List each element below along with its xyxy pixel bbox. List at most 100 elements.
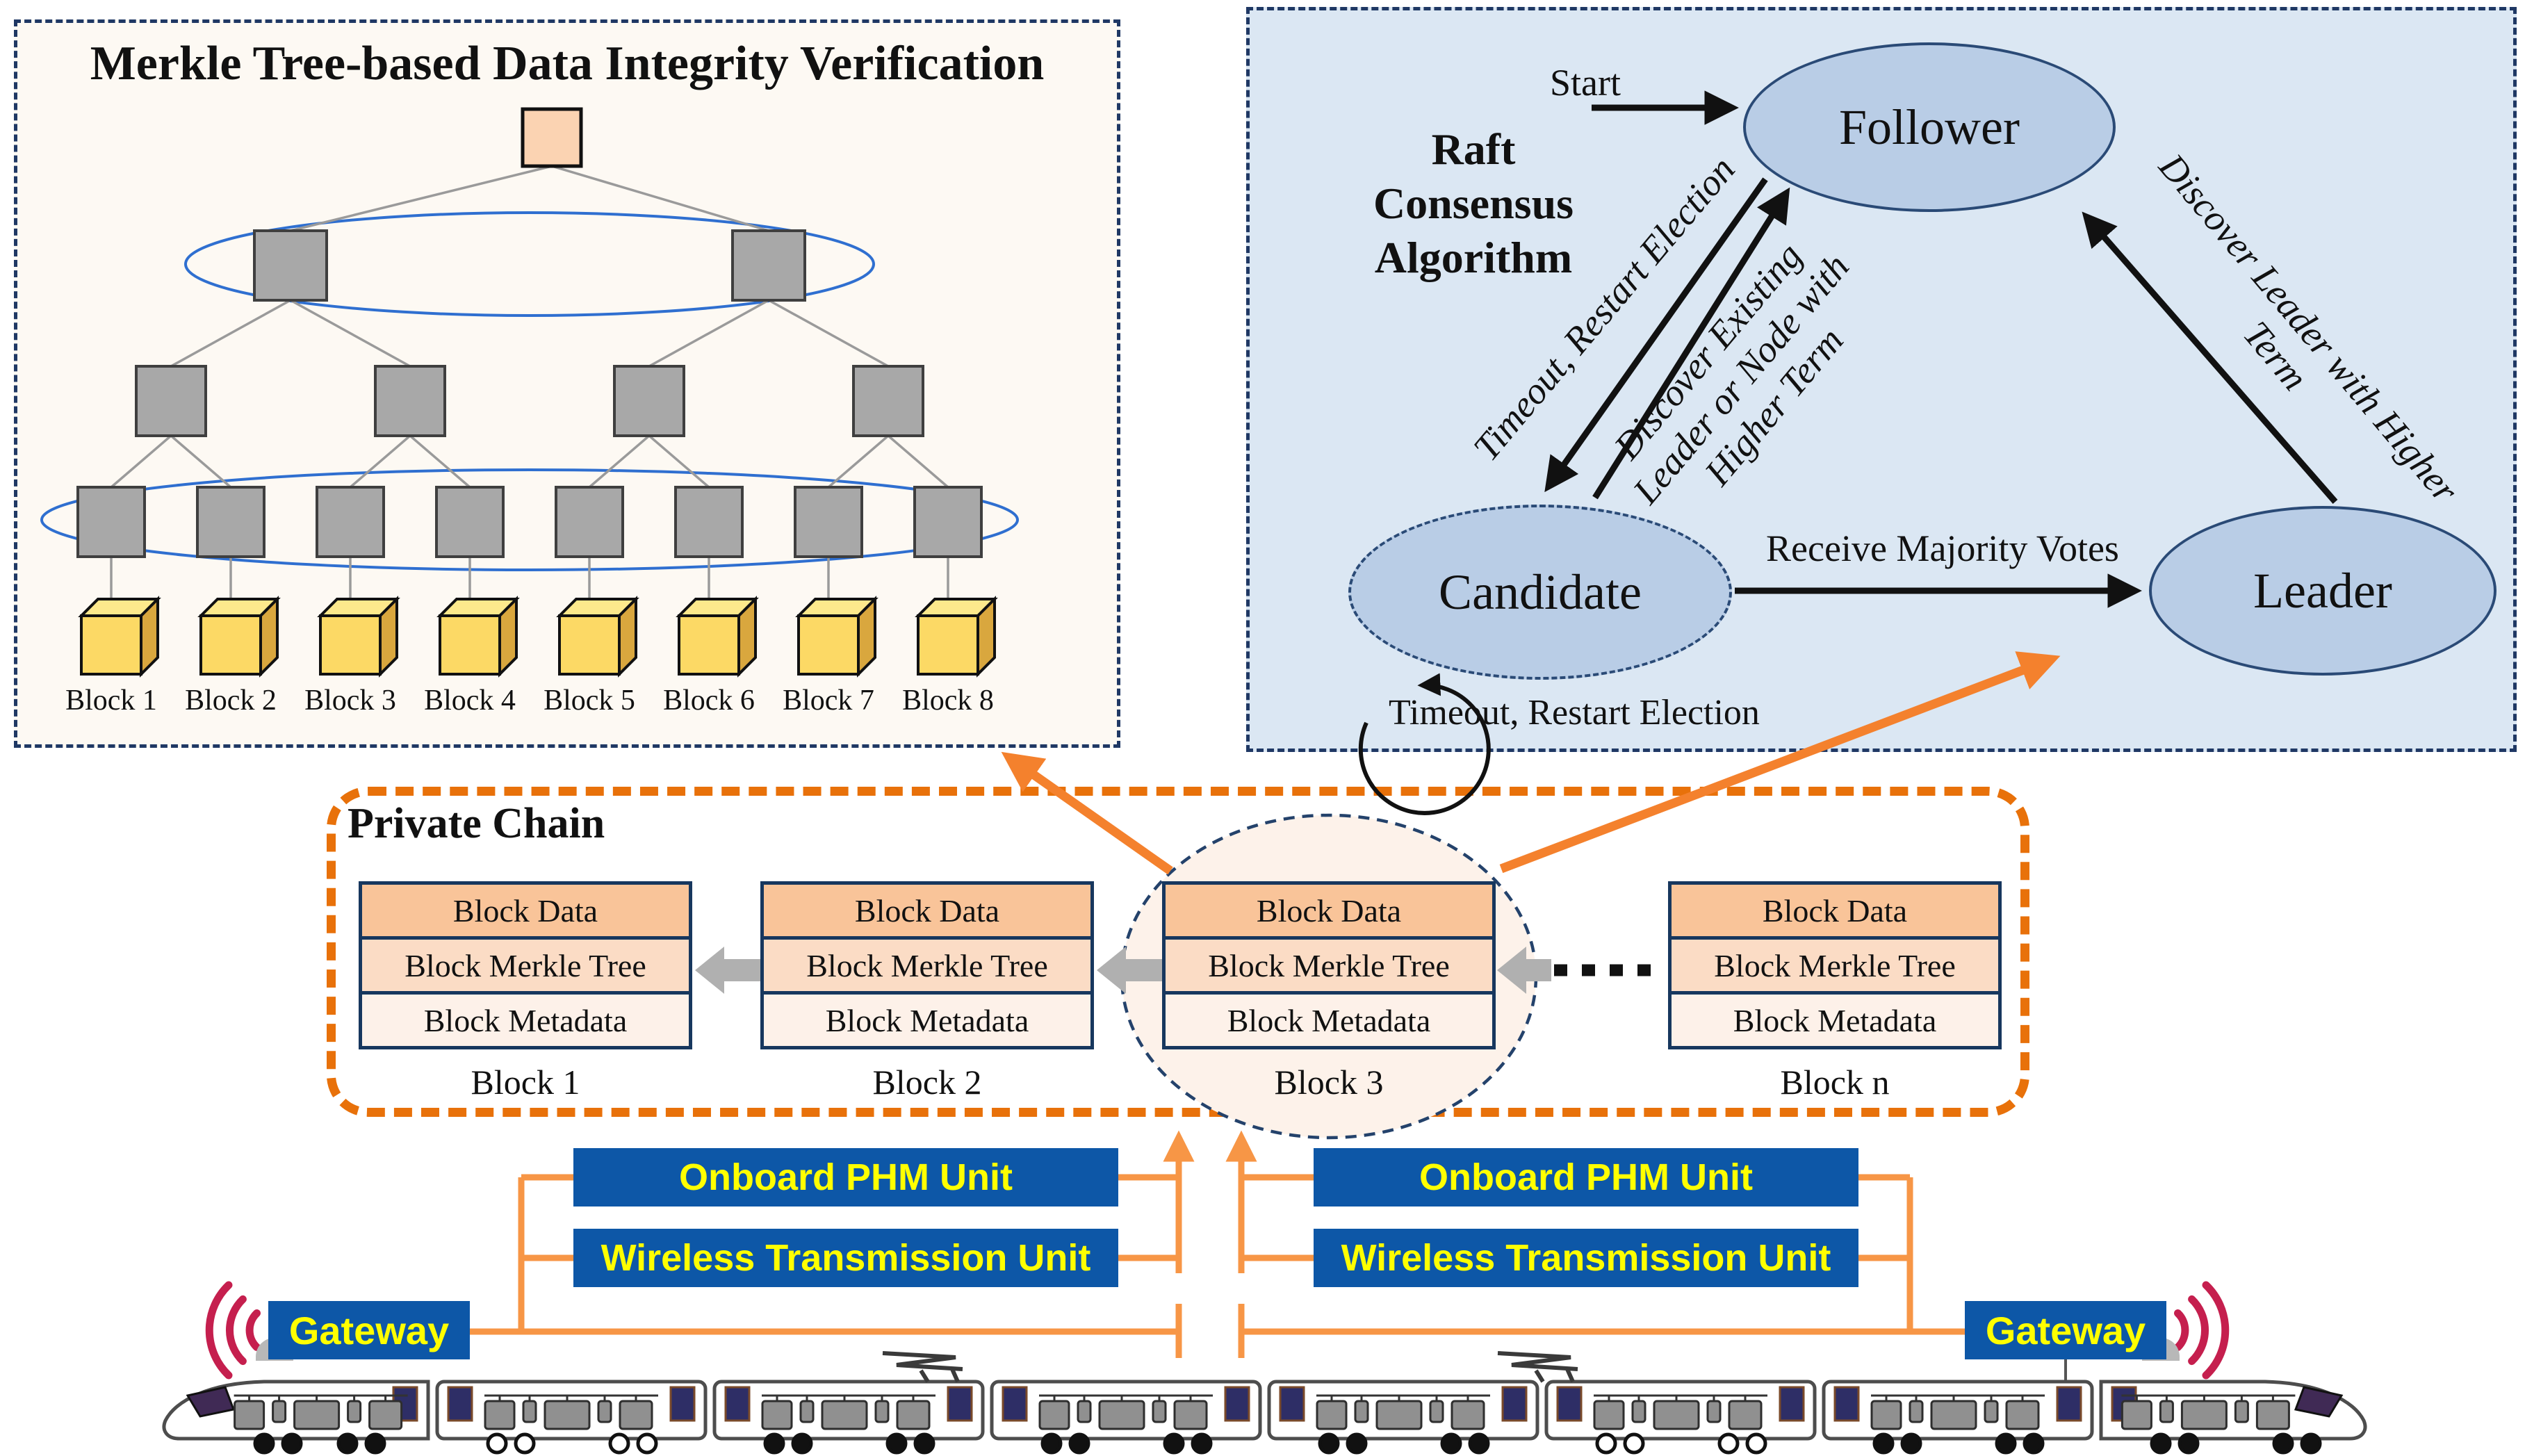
- train-door: [1779, 1386, 1805, 1422]
- train-equipment: [2005, 1400, 2040, 1430]
- train-wheel: [1040, 1432, 1063, 1455]
- train-equipment: [1706, 1400, 1722, 1423]
- train-car-body: [1267, 1380, 1539, 1441]
- train-equipment: [799, 1400, 815, 1423]
- block-data-cell: Block Data: [1162, 881, 1496, 940]
- merkle-leaf-label: Block 4: [424, 685, 516, 717]
- train-wheel: [913, 1432, 935, 1455]
- train-door: [1224, 1386, 1250, 1422]
- train-equipment: [1429, 1400, 1444, 1423]
- block-metadata-cell: Block Metadata: [359, 991, 692, 1049]
- train-equipment: [2159, 1400, 2174, 1423]
- train-wheel: [791, 1432, 813, 1455]
- train-equipment: [1984, 1400, 1999, 1423]
- train-wheel: [1595, 1432, 1617, 1455]
- train-car-body: [1544, 1380, 1817, 1441]
- train-wheel: [763, 1432, 785, 1455]
- train-door: [1279, 1386, 1305, 1422]
- train-wheel: [2023, 1432, 2045, 1455]
- train-wheel: [1717, 1432, 1740, 1455]
- train-car: [1544, 1380, 1817, 1455]
- train-equipment: [347, 1400, 362, 1423]
- train-door: [447, 1386, 473, 1422]
- train-equipment: [1870, 1400, 1902, 1430]
- train-pantograph: [882, 1351, 963, 1383]
- block-3-label: Block 3: [1274, 1063, 1384, 1102]
- train-nose-body: [2099, 1380, 2367, 1441]
- wifi-icon-right: [2174, 1281, 2230, 1380]
- block-merkle-tree-cell: Block Merkle Tree: [1668, 936, 2002, 995]
- block-merkle-tree-cell: Block Merkle Tree: [359, 936, 692, 995]
- train-wheel: [2150, 1432, 2172, 1455]
- train-wheel: [2177, 1432, 2200, 1455]
- train-equipment: [2180, 1400, 2228, 1430]
- train-equipment: [1728, 1400, 1763, 1430]
- train-equipment: [1173, 1400, 1208, 1430]
- train-car-body: [1822, 1380, 2094, 1441]
- merkle-leaf-label: Block 6: [663, 685, 755, 717]
- block-data-cell: Block Data: [359, 881, 692, 940]
- state-candidate: Candidate: [1348, 505, 1732, 680]
- raft-panel-title: Raft Consensus Algorithm: [1373, 124, 1574, 283]
- onboard-phm-unit-right: Onboard PHM Unit: [1314, 1148, 1858, 1206]
- train-nose-body: [162, 1380, 430, 1441]
- block-metadata-cell: Block Metadata: [760, 991, 1094, 1049]
- chain-block-n: Block Data Block Merkle Tree Block Metad…: [1668, 881, 2002, 1049]
- train-car: [435, 1380, 708, 1455]
- train-door: [724, 1386, 751, 1422]
- train-equipment: [2255, 1400, 2290, 1430]
- wireless-transmission-unit-left: Wireless Transmission Unit: [573, 1229, 1118, 1287]
- block-n-label: Block n: [1780, 1063, 1890, 1102]
- train-equipment: [1909, 1400, 1924, 1423]
- chain-block-2: Block Data Block Merkle Tree Block Metad…: [760, 881, 1094, 1049]
- train-equipment: [874, 1400, 890, 1423]
- train-equipment: [1593, 1400, 1625, 1430]
- train-door: [947, 1386, 973, 1422]
- train-wheel: [364, 1432, 386, 1455]
- train-wheel: [1872, 1432, 1895, 1455]
- train-equipment: [896, 1400, 931, 1430]
- train-wheel: [514, 1432, 536, 1455]
- block-2-label: Block 2: [872, 1063, 982, 1102]
- train-equipment: [368, 1400, 403, 1430]
- train-wheel: [2272, 1432, 2294, 1455]
- train-car-body: [435, 1380, 708, 1441]
- train-door: [669, 1386, 696, 1422]
- chain-block-3: Block Data Block Merkle Tree Block Metad…: [1162, 881, 1496, 1049]
- train-equipment: [1098, 1400, 1145, 1430]
- train-car: [1267, 1380, 1539, 1455]
- train-wheel: [1163, 1432, 1185, 1455]
- train-equipment: [1152, 1400, 1167, 1423]
- train-equipment: [821, 1400, 868, 1430]
- train-wheel: [1346, 1432, 1368, 1455]
- merkle-leaf-label: Block 5: [544, 685, 635, 717]
- train-equipment: [1077, 1400, 1092, 1423]
- train-wheel: [486, 1432, 508, 1455]
- train-door: [392, 1386, 418, 1422]
- train-equipment: [1930, 1400, 1977, 1430]
- train-equipment: [1375, 1400, 1423, 1430]
- train-wheel: [1623, 1432, 1645, 1455]
- train-wheel: [1900, 1432, 1922, 1455]
- chain-block-1: Block Data Block Merkle Tree Block Metad…: [359, 881, 692, 1049]
- train-door: [1556, 1386, 1583, 1422]
- train-wheel: [253, 1432, 275, 1455]
- train-wheel: [1440, 1432, 1462, 1455]
- train-wheel: [885, 1432, 908, 1455]
- train: [162, 1351, 2367, 1455]
- train-door: [1833, 1386, 1860, 1422]
- merkle-panel-title: Merkle Tree-based Data Integrity Verific…: [90, 37, 1045, 90]
- train-equipment: [1451, 1400, 1485, 1430]
- train-wheel: [608, 1432, 630, 1455]
- train-equipment: [1631, 1400, 1646, 1423]
- train-equipment: [293, 1400, 341, 1430]
- train-wheel: [1068, 1432, 1090, 1455]
- train-windshield: [186, 1386, 236, 1418]
- gateway-left: Gateway: [268, 1301, 470, 1359]
- train-car: [2099, 1380, 2367, 1455]
- merkle-leaf-label: Block 3: [304, 685, 396, 717]
- train-equipment: [2120, 1400, 2152, 1430]
- train-wheel: [1468, 1432, 1490, 1455]
- train-pantograph: [1497, 1351, 1578, 1383]
